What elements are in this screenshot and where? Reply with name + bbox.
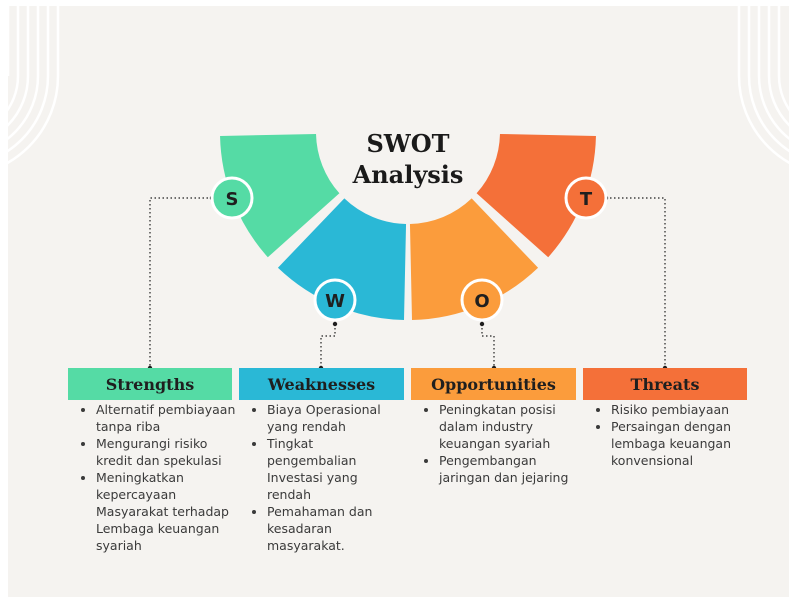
- list-item: Risiko pembiayaan: [611, 401, 751, 418]
- title-line-2: Analysis: [352, 160, 464, 189]
- weaknesses-heading: Weaknesses: [239, 368, 404, 400]
- list-item: Peningkatan posisi dalam industry keuang…: [439, 401, 571, 452]
- threats-list: Risiko pembiayaan Persaingan dengan lemb…: [595, 401, 751, 469]
- threats-connector: [606, 197, 666, 368]
- strengths-segment: [220, 133, 340, 258]
- list-item: Mengurangi risiko kredit dan spekulasi: [96, 435, 242, 469]
- list-item: Biaya Operasional yang rendah: [267, 401, 405, 435]
- swot-diagram-canvas: S W O T SWOT Analysis Strengths Weakness…: [8, 6, 789, 597]
- title-line-1: SWOT: [366, 129, 449, 158]
- badge-letter-s: S: [226, 189, 239, 210]
- list-item: Persaingan dengan lembaga keuangan konve…: [611, 418, 751, 469]
- badge-letter-t: T: [580, 189, 593, 210]
- badge-opportunities: O: [460, 278, 504, 322]
- opportunities-list: Peningkatan posisi dalam industry keuang…: [423, 401, 571, 486]
- opportunities-connector: [481, 324, 495, 368]
- weaknesses-list: Biaya Operasional yang rendah Tingkat pe…: [251, 401, 405, 554]
- threats-segment: [476, 133, 596, 258]
- badge-letter-o: O: [474, 291, 489, 312]
- badge-threats: T: [564, 176, 608, 220]
- list-item: Alternatif pembiayaan tanpa riba: [96, 401, 242, 435]
- weaknesses-segment: [277, 198, 407, 320]
- connectors: [149, 197, 666, 368]
- badge-strengths: S: [210, 176, 254, 220]
- decorative-corner-lines-right: [737, 6, 789, 164]
- threats-heading: Threats: [583, 368, 747, 400]
- swot-diagram: S W O T SWOT Analysis: [8, 6, 789, 371]
- connector-dots: [147, 195, 668, 371]
- list-item: Meningkatkan kepercayaan Masyarakat terh…: [96, 469, 242, 554]
- weaknesses-connector: [320, 324, 336, 368]
- badge-weaknesses: W: [313, 278, 357, 322]
- swot-ring: [220, 133, 596, 320]
- opportunities-heading: Opportunities: [411, 368, 576, 400]
- strengths-list: Alternatif pembiayaan tanpa riba Mengura…: [80, 401, 242, 554]
- strengths-connector: [149, 197, 212, 368]
- decorative-corner-lines-left: [8, 6, 60, 164]
- opportunities-segment: [409, 198, 539, 320]
- strengths-heading: Strengths: [68, 368, 232, 400]
- list-item: Pengembangan jaringan dan jejaring: [439, 452, 571, 486]
- badge-letter-w: W: [325, 291, 345, 312]
- list-item: Pemahaman dan kesadaran masyarakat.: [267, 503, 405, 554]
- list-item: Tingkat pengembalian Investasi yang rend…: [267, 435, 405, 503]
